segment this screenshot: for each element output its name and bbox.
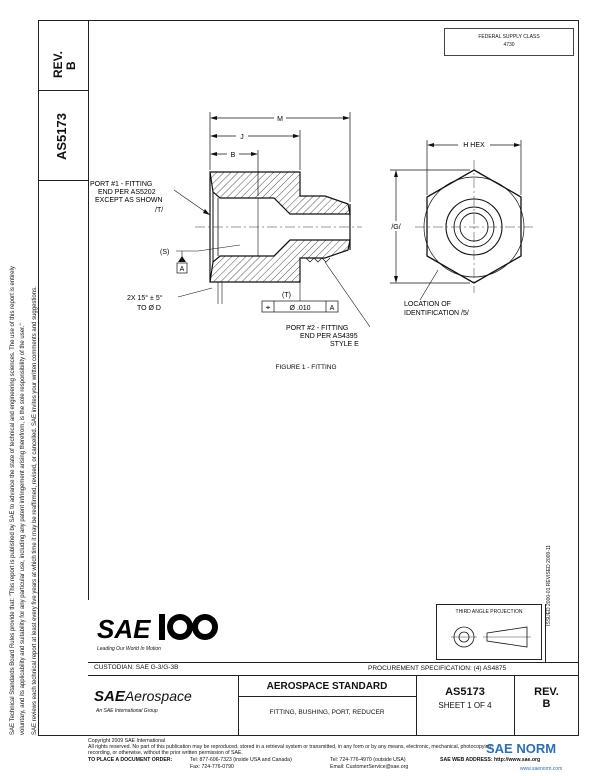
ref-t: (T)	[282, 292, 291, 299]
chamfer-line2: TO Ø D	[137, 305, 161, 312]
footer-order-label: TO PLACE A DOCUMENT ORDER:	[88, 757, 173, 763]
watermark: SAE NORM	[486, 741, 556, 756]
ref-s: (S)	[160, 249, 169, 256]
footer-rights1: All rights reserved. No part of this pub…	[88, 744, 493, 750]
title-rev-label: REV.	[534, 686, 559, 698]
issued-revised: ISSUED 2000-01 REVISED 2009-11	[546, 544, 552, 626]
dimension-arrows	[210, 116, 350, 156]
rev-value: B	[64, 61, 78, 70]
datum-a: A	[180, 266, 185, 273]
sae-tagline: Leading Our World In Motion	[97, 646, 161, 652]
stamp-line1: FEDERAL SUPPLY CLASS	[478, 34, 540, 40]
projection-box: THIRD ANGLE PROJECTION	[436, 604, 542, 660]
port1-line4: /T/	[155, 207, 163, 214]
watermark-text: SAE NORM	[486, 741, 557, 756]
end-view-dimensions	[390, 140, 522, 284]
sae-aerospace-logo-cell: SAEAerospace An SAE International Group	[88, 676, 239, 736]
federal-supply-stamp: FEDERAL SUPPLY CLASS 4730	[444, 28, 574, 56]
footer-web: SAE WEB ADDRESS: http://www.sae.org	[440, 757, 541, 763]
drawing-sheet	[38, 20, 579, 736]
doc-number-vertical: AS5173	[54, 113, 69, 160]
aerospace-sub: An SAE International Group	[96, 708, 158, 714]
rev-cell: REV. B	[514, 676, 579, 736]
footer-tel1: Tel: 877-606-7323 (inside USA and Canada…	[190, 757, 292, 763]
doc-number-box: AS5173	[38, 90, 89, 181]
port1-line3: EXCEPT AS SHOWN	[95, 197, 163, 204]
title-cell: AEROSPACE STANDARD FITTING, BUSHING, POR…	[238, 676, 417, 736]
fcf-datum: A	[330, 305, 335, 312]
margin-text-line1: SAE Technical Standards Board Rules prov…	[10, 266, 16, 735]
projection-symbol-icon	[451, 626, 531, 648]
aerospace-logo-word: Aerospace	[124, 688, 192, 704]
port1-line1: PORT #1 - FITTING	[90, 181, 152, 188]
svg-text:SAE: SAE	[97, 614, 151, 644]
rev-label: REV.	[51, 51, 65, 78]
aerospace-logo-sae: SAE	[94, 688, 125, 705]
watermark-sub: www.saenorm.com	[520, 766, 563, 772]
port1-line2: END PER AS5202	[98, 189, 156, 196]
left-column-divider	[88, 20, 89, 600]
title-block-top-rule	[88, 662, 579, 663]
number-cell: AS5173 SHEET 1 OF 4	[416, 676, 515, 736]
port2-line2: END PER AS4395	[300, 333, 358, 340]
fitting-drawing: M J B PORT #1 - FITTING END PER AS5202 E…	[90, 112, 533, 371]
standard-heading: AEROSPACE STANDARD	[238, 681, 416, 697]
footer-tel2: Tel: 724-776-4970 (outside USA)	[330, 757, 406, 763]
margin-text-line2: voluntary, and its applicability and sui…	[20, 323, 26, 735]
port2-line1: PORT #2 - FITTING	[286, 325, 348, 332]
custodian: CUSTODIAN: SAE G-3/G-3B	[94, 664, 179, 671]
sheet-number: SHEET 1 OF 4	[438, 701, 492, 710]
document-title: FITTING, BUSHING, PORT, REDUCER	[269, 709, 385, 716]
dim-b: B	[231, 152, 236, 159]
title-rev-value: B	[542, 698, 551, 710]
location-line1: LOCATION OF	[404, 301, 451, 308]
fcf-position-icon: ⌖	[266, 303, 271, 312]
end-view	[415, 160, 533, 293]
sae100-logo: SAE Leading Our World In Motion	[95, 610, 225, 652]
dim-j: J	[240, 134, 244, 141]
stamp-line2: 4730	[503, 42, 515, 48]
projection-label: THIRD ANGLE PROJECTION	[455, 609, 523, 615]
procurement-spec: PROCUREMENT SPECIFICATION: (4) AS4875	[368, 665, 507, 672]
title-block-mid-rule	[88, 675, 579, 676]
location-line2: IDENTIFICATION /5/	[404, 310, 469, 317]
side-view	[195, 171, 362, 283]
rev-box: REV. B	[38, 20, 89, 91]
dim-h-hex: H HEX	[463, 142, 485, 149]
chamfer-line1: 2X 15° ± 5°	[127, 294, 163, 302]
dim-g: /G/	[391, 224, 400, 231]
fcf-tolerance: Ø .010	[289, 305, 310, 312]
doc-number: AS5173	[445, 686, 485, 698]
port2-line3: STYLE E	[330, 341, 359, 348]
figure-caption: FIGURE 1 - FITTING	[275, 364, 336, 371]
footer-copyright: Copyright 2009 SAE International	[88, 738, 165, 744]
footer-fax: Fax: 724-776-0790	[190, 764, 234, 770]
footer-email: Email: CustomerService@sae.org	[330, 764, 409, 770]
dim-m: M	[277, 116, 283, 123]
footer-rights2: recording, or otherwise, without the pri…	[88, 750, 243, 756]
right-divider	[545, 604, 546, 662]
